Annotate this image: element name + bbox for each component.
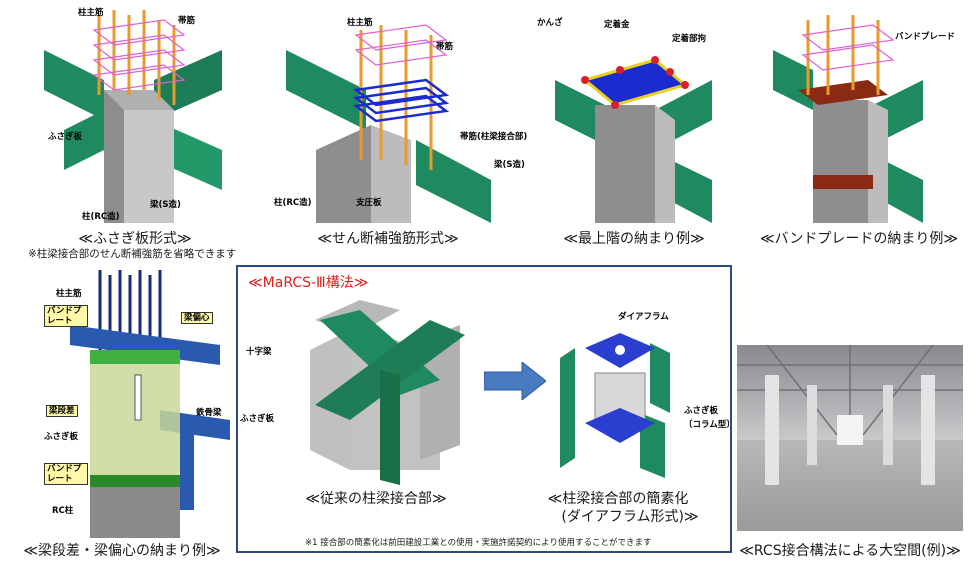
label-shiatsuban: 支圧板 xyxy=(356,198,382,208)
sendan-figure xyxy=(286,10,491,223)
label-band-plate: バンドプレード xyxy=(895,32,955,42)
label-teichakukin: 定着金 xyxy=(604,20,630,30)
label-fusagiita-6: ふさぎ板 xyxy=(240,414,275,424)
label-fusagiita-1: ふさぎ板 xyxy=(48,132,83,142)
marcs-simplified-figure xyxy=(550,318,685,478)
marcs-title: ≪MaRCS-Ⅲ構法≫ xyxy=(248,275,369,291)
label-hashira-shukin-2: 柱主筋 xyxy=(347,18,373,28)
label-hashira-shukin-1: 柱主筋 xyxy=(78,8,104,18)
label-column-type: 〔コラム型〕 xyxy=(684,420,735,430)
label-hashira-shukin-5: 柱主筋 xyxy=(56,289,82,299)
label-band-plate-top: バンドプレート xyxy=(44,305,88,327)
caption-marcs-right-1: ≪柱梁接合部の簡素化 xyxy=(547,491,689,507)
marcs-arrow xyxy=(484,362,546,400)
label-obikin-joint: 帯筋(柱梁接合部) xyxy=(460,132,528,142)
label-fusagiita-7: ふさぎ板 xyxy=(684,406,719,416)
label-tekkotsu-hari: 鉄骨梁 xyxy=(196,408,222,418)
label-diaphragm: ダイアフラム xyxy=(618,312,669,322)
label-hari-henshin: 梁偏心 xyxy=(181,312,213,324)
fusagi-figure xyxy=(44,10,222,223)
label-jujibari: 十字梁 xyxy=(246,347,272,357)
caption-space: ≪RCS接合構法による大空間(例)≫ xyxy=(739,543,961,559)
label-hari-dansa: 梁段差 xyxy=(46,405,78,417)
caption-band: ≪バンドプレードの納まり例≫ xyxy=(759,231,958,247)
caption-marcs-right-2: (ダイアフラム形式)≫ xyxy=(561,509,699,525)
label-hari-s-2: 梁(S造) xyxy=(494,160,525,170)
label-rc-hashira: RC柱 xyxy=(52,506,74,516)
label-obikin-1: 帯筋 xyxy=(178,16,196,26)
note-fusagi: ※柱梁接合部のせん断補強筋を省略できます xyxy=(28,248,237,260)
caption-fusagi: ≪ふさぎ板形式≫ xyxy=(78,231,192,247)
marcs-note: ※1 接合部の簡素化は前田建設工業との使用・実施許諾契約により使用することができ… xyxy=(305,538,652,548)
marcs-conventional-figure xyxy=(290,300,470,485)
caption-dansa: ≪梁段差・梁偏心の納まり例≫ xyxy=(23,543,221,559)
caption-marcs-left: ≪従来の柱梁接合部≫ xyxy=(305,491,447,507)
band-figure xyxy=(773,10,923,223)
label-fusagiita-5: ふさぎ板 xyxy=(44,432,79,442)
saijokai-figure xyxy=(555,10,712,223)
label-band-plate-bottom: バンドプレート xyxy=(44,463,88,485)
label-hashira-rc-2: 柱(RC造) xyxy=(274,198,312,208)
caption-saijokai: ≪最上階の納まり例≫ xyxy=(563,231,705,247)
space-photo xyxy=(737,345,963,531)
label-teichakubu: 定着部拘 xyxy=(672,34,707,44)
label-hari-s-1: 梁(S造) xyxy=(150,200,181,210)
caption-sendan: ≪せん断補強筋形式≫ xyxy=(317,231,459,247)
label-hashira-rc-1: 柱(RC造) xyxy=(82,212,120,222)
label-band-plate-bottom-text: バンドプレート xyxy=(47,464,82,484)
label-obikin-2: 帯筋 xyxy=(436,42,454,52)
label-kanza: かんざ xyxy=(537,18,563,28)
label-band-plate-top-text: バンドプレート xyxy=(47,306,82,326)
marcs-frame xyxy=(236,265,732,553)
